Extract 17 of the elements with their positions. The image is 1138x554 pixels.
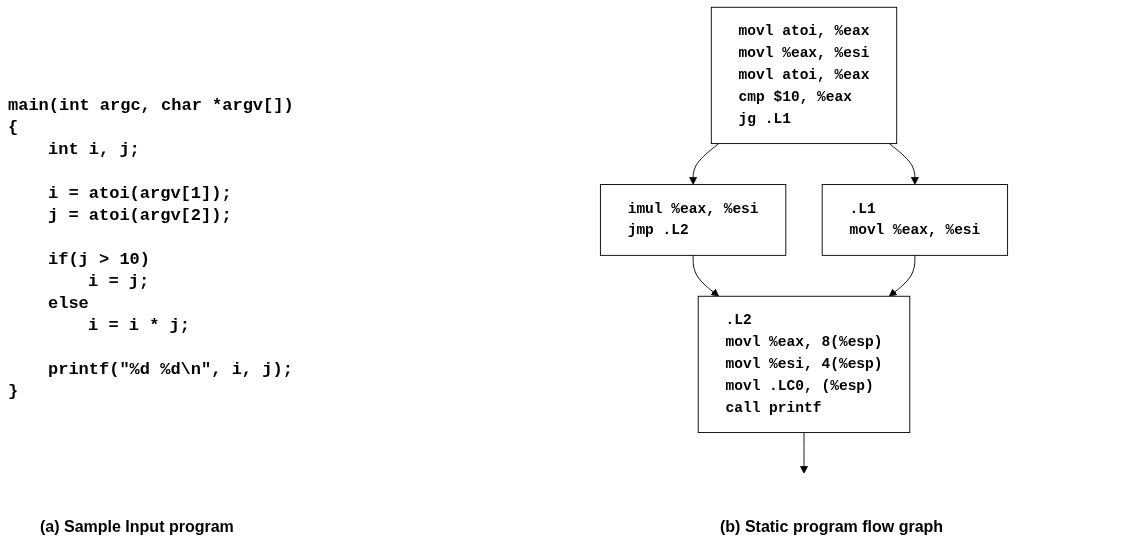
code-line: i = j; (88, 271, 150, 293)
code-line: { (8, 117, 19, 139)
code-line: j = atoi(argv[2]); (48, 205, 232, 227)
node-box: movl atoi, %eax movl %eax, %esi movl atoi, %eax cmp $10, %eax jg .L1 (710, 6, 898, 145)
caption: (b) Static program flow graph (720, 518, 944, 536)
code-line: i = atoi(argv[1]); (48, 183, 232, 205)
code-line: i = i * j; (88, 315, 191, 337)
node-box: .L2 movl %eax, 8(%esp) movl %esi, 4(%esp) movl .LC0, (%esp) call printf (697, 295, 911, 434)
code-line: int i, j; (48, 139, 140, 161)
caption: (a) Sample Input program (40, 518, 234, 536)
code-line: main(int argc, char *argv[]) (8, 95, 294, 117)
code-line: printf("%d %d\n", i, j); (48, 359, 293, 381)
node-box: .L1 movl %eax, %esi (821, 184, 1009, 256)
node-box: imul %eax, %esi jmp .L2 (599, 184, 787, 256)
code-line: if(j > 10) (48, 249, 151, 271)
code-line: } (8, 381, 19, 403)
code-line: else (48, 293, 89, 315)
